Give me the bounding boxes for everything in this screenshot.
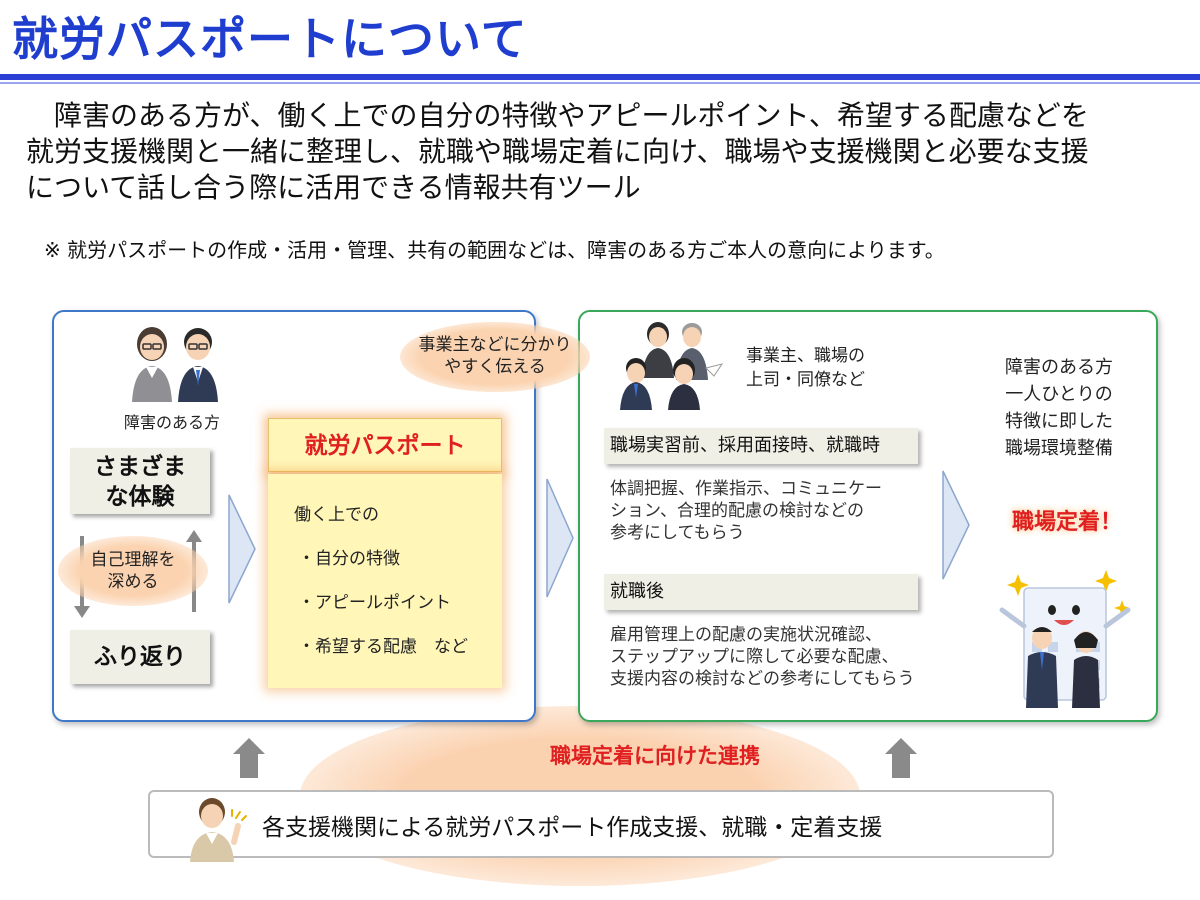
passport-item: ・希望する配慮 など <box>298 637 468 657</box>
experience-box: さまざまな体験 <box>70 448 210 514</box>
reflection-box: ふり返り <box>70 630 210 684</box>
description-line: 雇用管理上の配慮の実施状況確認、 <box>610 625 882 645</box>
passport-heading: 就労パスポート <box>268 418 502 472</box>
goal-text: 障害のある方 一人ひとりの 特徴に即した 職場環境整備 <box>984 354 1134 462</box>
self-understanding-bubble: 自己理解を 深める <box>58 536 208 606</box>
office-team-icon <box>620 322 724 410</box>
goal-badge: 職場定着！ <box>1011 510 1122 535</box>
employer-bubble-line: 事業主などに分かり <box>418 335 572 355</box>
happy-building-icon <box>999 570 1131 708</box>
intro-text: 障害のある方が、働く上での自分の特徴やアピールポイント、希望する配慮などを 就労… <box>26 98 1186 206</box>
stage-description: 雇用管理上の配慮の実施状況確認、 ステップアップに際して必要な配慮、 支援内容の… <box>610 624 915 690</box>
goal-line: 一人ひとりの <box>1005 384 1113 405</box>
page-title: 就労パスポートについて <box>12 12 528 66</box>
up-arrow-icon <box>233 738 265 778</box>
intro-line: 就労支援機関と一緒に整理し、就職や職場定着に向け、職場や支援機関と必要な支援 <box>26 135 1089 168</box>
up-arrow-icon <box>885 738 917 778</box>
person-pair-icon <box>132 327 218 402</box>
chevron-right-icon <box>546 478 574 598</box>
description-line: 体調把握、作業指示、コミュニケー <box>610 479 882 499</box>
goal-line: 職場環境整備 <box>1005 438 1113 459</box>
goal-line: 障害のある方 <box>1005 357 1113 378</box>
title-rule-thin <box>0 82 1200 84</box>
passport-item: ・自分の特徴 <box>298 549 400 569</box>
self-understanding-line: 自己理解を <box>90 550 176 570</box>
description-line: 支援内容の検討などの参考にしてもらう <box>610 669 915 689</box>
employer-bubble: 事業主などに分かり やすく伝える <box>400 322 590 392</box>
employer-bubble-line: やすく伝える <box>444 357 546 377</box>
chevron-right-icon <box>942 470 970 580</box>
passport-item: ・アピールポイント <box>298 593 451 613</box>
intro-line: 障害のある方が、働く上での自分の特徴やアピールポイント、希望する配慮などを <box>26 99 1089 132</box>
passport-body: 働く上での ・自分の特徴 ・アピールポイント ・希望する配慮 など <box>268 474 502 688</box>
stage-description: 体調把握、作業指示、コミュニケー ション、合理的配慮の検討などの 参考にしてもら… <box>610 478 882 544</box>
description-line: 参考にしてもらう <box>610 523 745 543</box>
title-rule <box>0 74 1200 80</box>
self-understanding-line: 深める <box>107 572 159 592</box>
person-caption: 障害のある方 <box>124 413 221 432</box>
cooperation-label: 職場定着に向けた連携 <box>550 744 760 768</box>
support-text: 各支援機関による就労パスポート作成支援、就職・定着支援 <box>262 815 883 841</box>
employer-caption-line: 上司・同僚など <box>746 370 865 390</box>
description-line: ステップアップに際して必要な配慮、 <box>610 647 899 667</box>
description-line: ション、合理的配慮の検討などの <box>610 501 864 521</box>
support-box <box>148 790 1054 858</box>
employer-caption-line: 事業主、職場の <box>746 346 865 366</box>
supporter-icon <box>190 798 247 862</box>
chevron-right-icon <box>228 494 256 604</box>
experience-label: さまざまな体験 <box>94 454 186 510</box>
intro-line: について話し合う際に活用できる情報共有ツール <box>26 171 641 204</box>
stage-band-pre-employment: 職場実習前、採用面接時、就職時 <box>604 428 918 464</box>
employer-caption: 事業主、職場の 上司・同僚など <box>746 344 865 392</box>
passport-lead: 働く上での <box>294 505 379 525</box>
note-text: ※ 就労パスポートの作成・活用・管理、共有の範囲などは、障害のある方ご本人の意向… <box>44 238 945 262</box>
stage-band-post-employment: 就職後 <box>604 574 918 610</box>
goal-line: 特徴に即した <box>1005 411 1113 432</box>
